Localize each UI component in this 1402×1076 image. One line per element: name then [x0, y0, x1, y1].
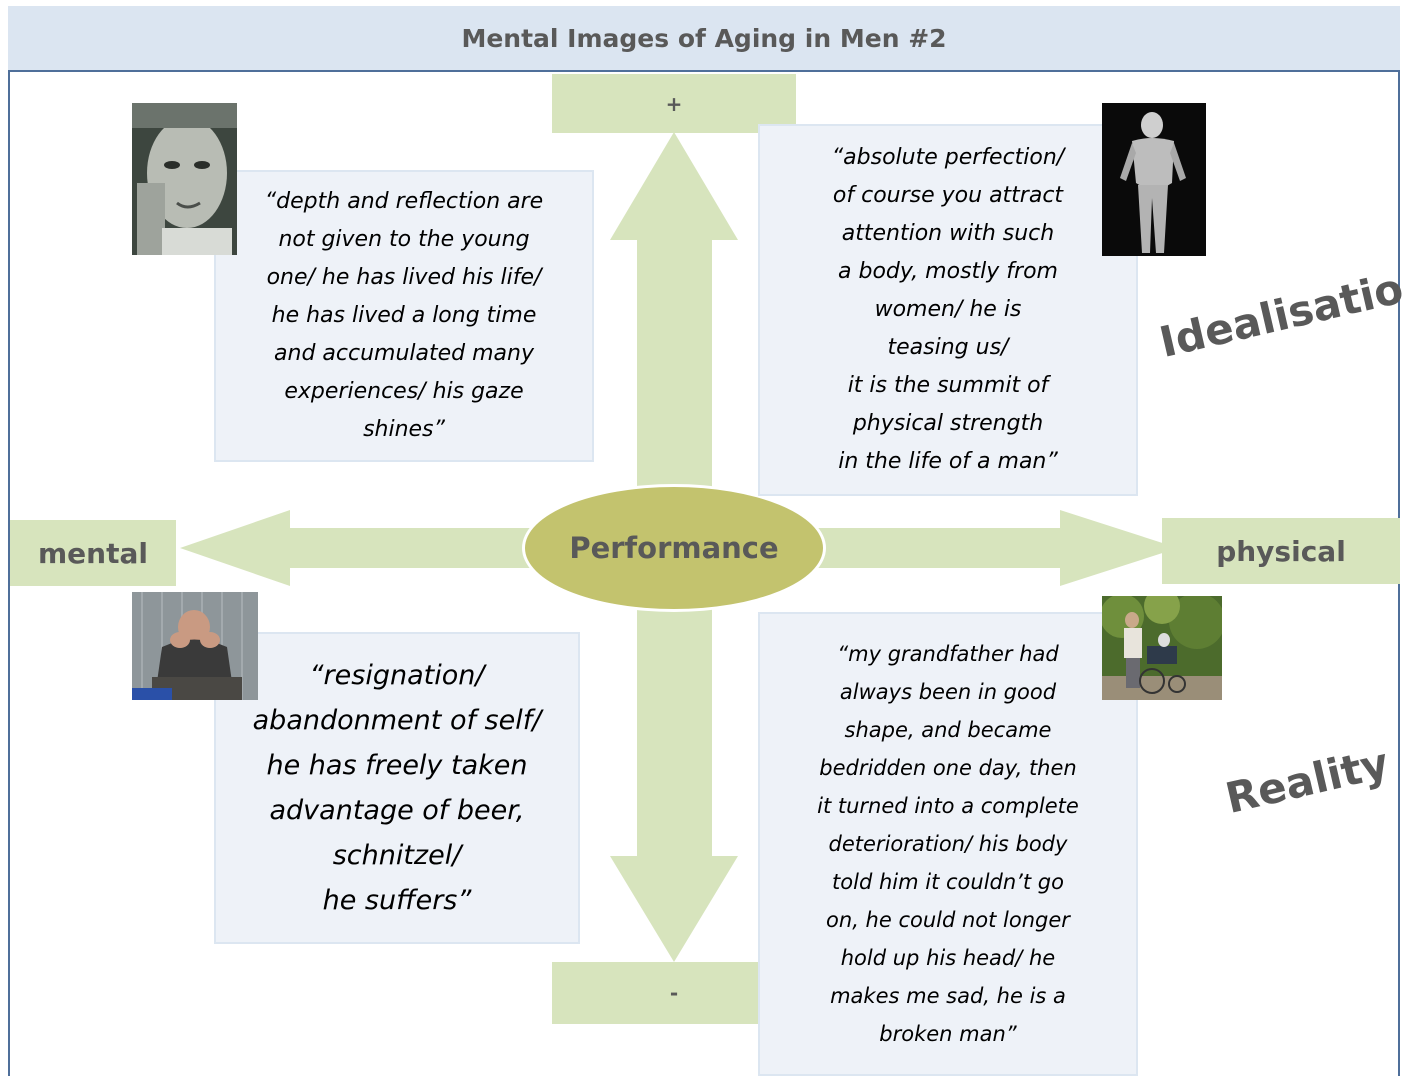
quote-top-left: “depth and reflection are not given to t… [214, 170, 594, 462]
axis-label-top: + [552, 74, 796, 133]
quote-top-right: “absolute perfection/ of course you attr… [758, 124, 1138, 496]
performance-ellipse: Performance [522, 484, 826, 612]
quote-bottom-right: “my grandfather had always been in good … [758, 612, 1138, 1076]
quote-top-right-text: “absolute perfection/ of course you attr… [831, 145, 1065, 474]
quote-bottom-left-text: “resignation/ abandonment of self/ he ha… [252, 660, 542, 916]
athletic-man-image [1102, 103, 1206, 256]
performance-label: Performance [569, 531, 779, 565]
quote-bottom-right-text: “my grandfather had always been in good … [817, 642, 1079, 1046]
axis-label-left: mental [10, 520, 176, 586]
diagram-title: Mental Images of Aging in Men #2 [8, 6, 1400, 72]
quote-bottom-left: “resignation/ abandonment of self/ he ha… [214, 632, 580, 944]
elderly-man-portrait-image [132, 103, 237, 255]
frame-left-border [8, 70, 10, 1076]
axis-label-bottom: - [552, 962, 796, 1024]
sad-man-image [132, 592, 258, 700]
quote-top-left-text: “depth and reflection are not given to t… [264, 189, 544, 442]
axis-label-right: physical [1162, 518, 1400, 584]
wheelchair-scene-image [1102, 596, 1222, 700]
